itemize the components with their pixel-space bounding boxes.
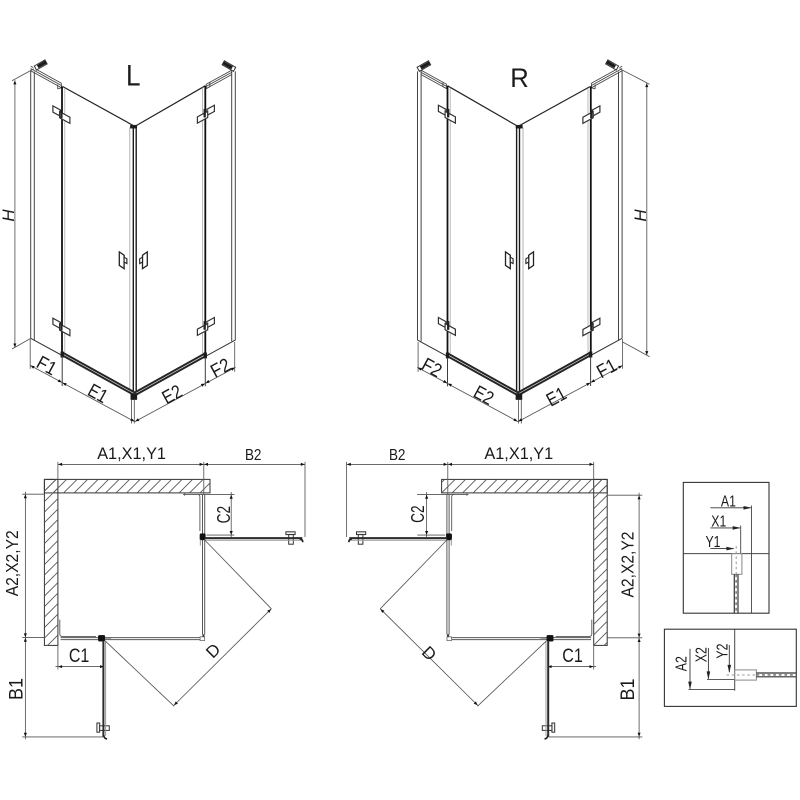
svg-text:H: H — [631, 209, 650, 222]
svg-text:A2: A2 — [674, 656, 691, 671]
svg-text:Y1: Y1 — [706, 534, 721, 551]
svg-text:B1: B1 — [6, 678, 28, 700]
svg-text:C2: C2 — [214, 506, 234, 524]
svg-text:X2: X2 — [694, 647, 711, 662]
svg-text:C2: C2 — [408, 505, 428, 523]
svg-text:B2: B2 — [245, 447, 262, 464]
svg-text:H: H — [0, 209, 18, 222]
svg-text:A2,X2,Y2: A2,X2,Y2 — [618, 532, 638, 598]
svg-text:L: L — [126, 60, 141, 93]
svg-text:X1: X1 — [711, 513, 726, 530]
svg-text:B2: B2 — [389, 447, 406, 464]
svg-text:A1,X1,Y1: A1,X1,Y1 — [97, 445, 166, 463]
svg-text:C1: C1 — [69, 646, 90, 667]
svg-text:B1: B1 — [617, 679, 639, 701]
svg-text:A2,X2,Y2: A2,X2,Y2 — [2, 530, 22, 596]
svg-text:A1: A1 — [721, 493, 736, 510]
svg-text:C1: C1 — [562, 646, 583, 667]
svg-text:A1,X1,Y1: A1,X1,Y1 — [484, 445, 553, 463]
svg-text:Y2: Y2 — [715, 644, 732, 659]
svg-text:R: R — [510, 63, 529, 93]
